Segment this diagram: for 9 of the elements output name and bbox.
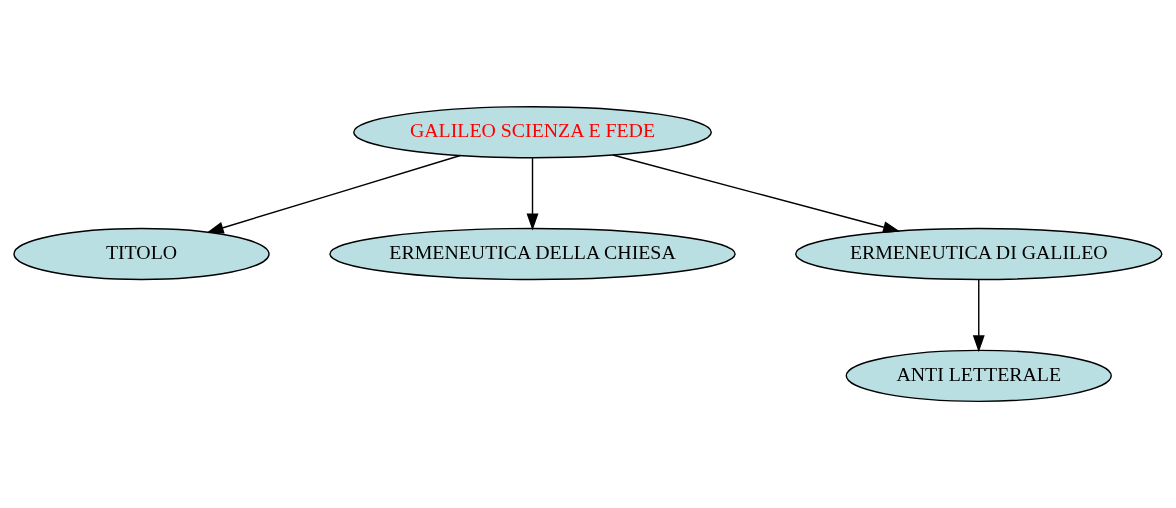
node-ellipse: ANTI LETTERALE	[845, 349, 1112, 403]
arrow	[972, 279, 985, 353]
arrow	[526, 157, 539, 231]
arrow	[206, 154, 462, 234]
node-ellipse: GALILEO SCIENZA E FEDE	[353, 105, 712, 159]
node-ellipse: ERMENEUTICA DELLA CHIESA	[329, 227, 736, 281]
node-ellipse: ERMENEUTICA DI GALILEO	[795, 227, 1163, 281]
arrow	[612, 154, 901, 233]
node-ellipse: TITOLO	[13, 227, 270, 281]
